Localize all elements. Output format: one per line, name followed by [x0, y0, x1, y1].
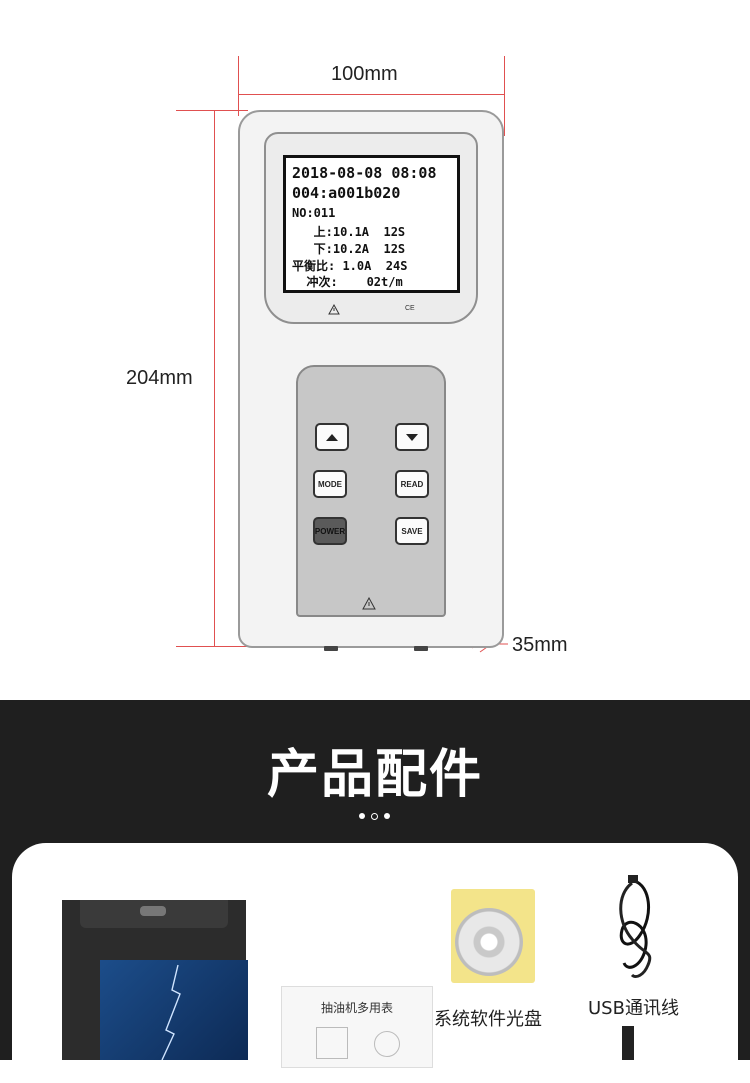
cd-label: 系统软件光盘 — [434, 1009, 542, 1030]
lcd-balance-ratio: 平衡比: 1.0A 24S — [292, 259, 408, 273]
width-dim-left-line — [238, 56, 239, 116]
usb-cable — [619, 875, 652, 979]
lcd-upstroke: 上:10.1A 12S — [292, 225, 406, 239]
carousel-dot — [384, 813, 390, 819]
device-foot-left — [324, 646, 338, 651]
warning-icon — [328, 304, 340, 315]
cd-disc — [455, 908, 523, 976]
device-foot-right — [414, 646, 428, 651]
height-dim-top-line — [176, 110, 248, 111]
case-lightning-image — [100, 960, 248, 1060]
height-dimension: 204mm — [126, 367, 193, 389]
lcd-screen: 2018-08-08 08:08 004:a001b020 NO:011 上:1… — [283, 155, 460, 293]
width-dim-right-line — [504, 56, 505, 136]
depth-dimension: 35mm — [512, 634, 568, 656]
user-manual: 抽油机多用表 — [281, 986, 433, 1068]
arrow-down-icon — [406, 433, 418, 441]
section-title: 产品配件 — [266, 745, 483, 805]
height-dim-bottom-line — [176, 646, 272, 647]
width-dim-line — [238, 94, 505, 95]
keypad-warning-icon — [362, 597, 376, 610]
usb-plug — [622, 1026, 634, 1060]
width-dimension: 100mm — [331, 63, 398, 85]
read-button[interactable]: READ — [395, 470, 429, 498]
carousel-dot — [359, 813, 365, 819]
carousel-dot-active — [371, 813, 378, 820]
case-hanger-tab — [140, 906, 166, 916]
mode-button[interactable]: MODE — [313, 470, 347, 498]
lcd-downstroke: 下:10.2A 12S — [292, 242, 406, 256]
lcd-datetime: 2018-08-08 08:08 — [292, 164, 437, 182]
save-button[interactable]: SAVE — [395, 517, 429, 545]
up-button[interactable] — [315, 423, 349, 451]
arrow-up-icon — [326, 433, 338, 441]
manual-title: 抽油机多用表 — [320, 1001, 393, 1015]
down-button[interactable] — [395, 423, 429, 451]
lcd-record-no: NO:011 — [292, 206, 336, 220]
lcd-device-id: 004:a001b020 — [292, 184, 401, 202]
height-dim-line — [214, 110, 215, 646]
usb-cable-label: USB通讯线 — [588, 998, 679, 1019]
ce-mark: CE — [405, 305, 415, 312]
carry-case — [62, 900, 248, 1060]
lcd-stroke-rate: 冲次: 02t/m — [292, 275, 403, 289]
power-button[interactable]: POWER — [313, 517, 347, 545]
